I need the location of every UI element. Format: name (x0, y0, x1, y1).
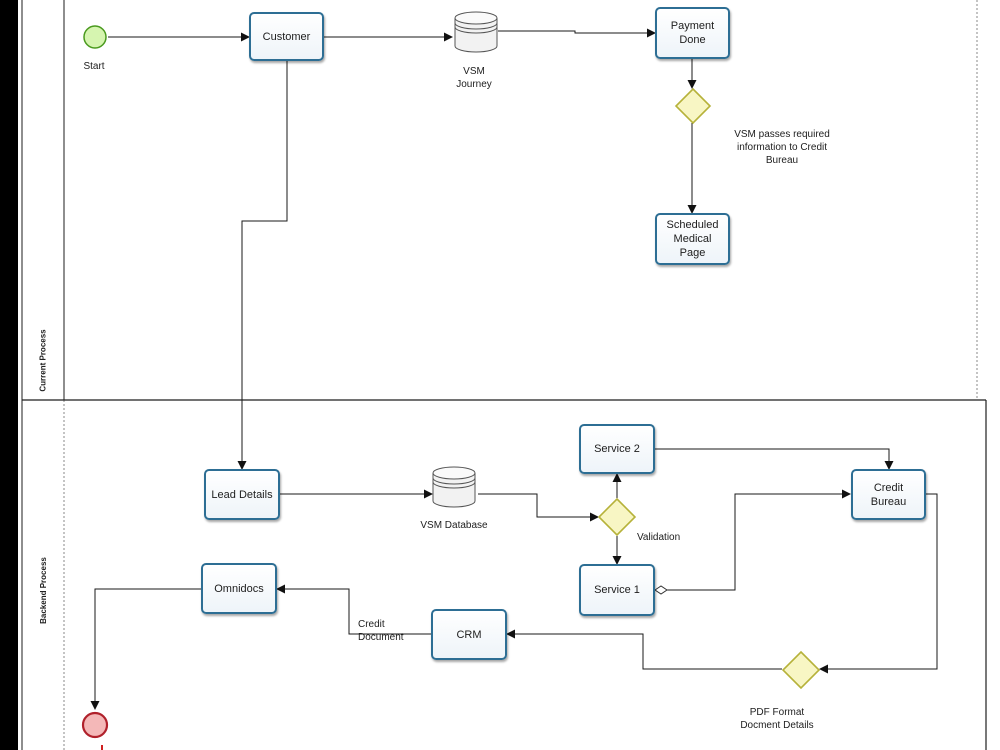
annotation-credit-document: Credit Document (358, 619, 404, 643)
gateway-credit-info[interactable] (674, 87, 712, 125)
task-lead-details[interactable]: Lead Details (204, 469, 280, 520)
start-event[interactable] (82, 24, 110, 52)
task-scheduled-medical-page[interactable]: Scheduled Medical Page (655, 213, 730, 265)
data-store-vsm-database[interactable] (430, 465, 478, 511)
flow-omnidocs-to-end (90, 588, 202, 710)
flow-vsm-database-to-validation (478, 493, 599, 522)
annotation-vsm-passes: VSM passes required information to Credi… (734, 129, 830, 166)
flow-credit-bureau-to-pdf-gateway (819, 493, 938, 674)
start-label: Start (83, 61, 105, 72)
pool-title-current-process: Current Process (38, 328, 48, 392)
task-service-2[interactable]: Service 2 (579, 424, 655, 474)
task-omnidocs[interactable]: Omnidocs (201, 563, 277, 614)
data-store-vsm-journey[interactable] (452, 10, 500, 56)
annotation-validation: Validation (637, 532, 681, 543)
task-payment-done[interactable]: Payment Done (655, 7, 730, 59)
task-crm[interactable]: CRM (431, 609, 507, 660)
flow-service2-to-credit-bureau (655, 448, 894, 470)
gateway-pdf-format[interactable] (781, 650, 821, 690)
annotation-pdf-format: PDF Format Docment Details (740, 707, 814, 731)
task-credit-bureau[interactable]: Credit Bureau (851, 469, 926, 520)
pool-title-backend-process: Backend Process (38, 556, 48, 624)
flow-pdf-gateway-to-crm (506, 629, 782, 670)
conditional-flow-marker (654, 585, 668, 595)
gateway-validation[interactable] (597, 497, 637, 537)
flow-vsm-journey-to-payment (498, 28, 656, 38)
vsm-database-label: VSM Database (420, 520, 488, 531)
end-event-tick (101, 745, 103, 750)
flow-crm-to-omnidocs (276, 584, 432, 635)
vsm-journey-label: VSM Journey (456, 66, 492, 90)
task-customer[interactable]: Customer (249, 12, 324, 61)
flow-service1-to-credit-bureau (667, 489, 851, 591)
task-service-1[interactable]: Service 1 (579, 564, 655, 616)
flow-customer-to-lead-details (237, 61, 288, 470)
sequence-flows (90, 28, 938, 710)
end-event[interactable] (81, 711, 111, 741)
